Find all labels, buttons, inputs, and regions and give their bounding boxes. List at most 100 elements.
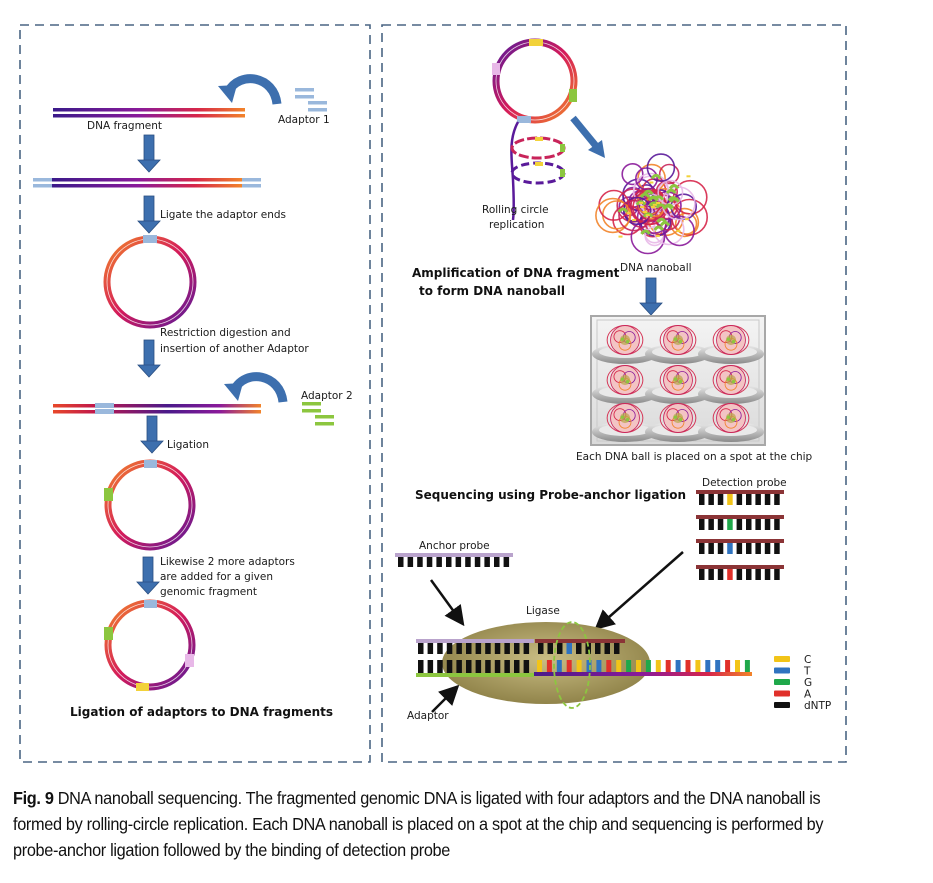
- chip-nanoball: [606, 325, 644, 355]
- detection-probe-label: Detection probe: [702, 477, 787, 489]
- nanoball-adaptor-mark: [635, 200, 647, 206]
- amplification-title-2: to form DNA nanoball: [419, 284, 565, 298]
- detection-probe-base: [727, 519, 733, 530]
- nanoball-loop: [664, 215, 695, 247]
- probe-base: [523, 643, 530, 654]
- detection-probe-backbone: [696, 539, 784, 543]
- template-base: [675, 660, 681, 672]
- template-base: [616, 660, 622, 672]
- adaptor1-label: Adaptor 1: [278, 114, 330, 126]
- nanoball-adaptor-mark: [667, 196, 679, 202]
- rolling-circle-label-1: Rolling circle: [482, 204, 549, 216]
- legend-swatch: [774, 667, 790, 674]
- nanoball-adaptor-mark: [639, 201, 643, 204]
- probe-base: [446, 643, 453, 654]
- probe-base: [455, 557, 462, 567]
- nanoball-adaptor-mark: [626, 212, 631, 215]
- template-base: [636, 660, 641, 672]
- adaptor2-label: Adaptor 2: [301, 390, 353, 402]
- adaptor-base: [494, 660, 501, 673]
- probe-base: [437, 643, 443, 654]
- nanoball-loop: [658, 163, 680, 185]
- rolling-circle: [492, 38, 578, 221]
- probe-base: [485, 643, 491, 654]
- probe-base: [736, 494, 743, 505]
- probe-base: [755, 519, 761, 530]
- step-restriction-label-1: Restriction digestion and: [160, 327, 291, 339]
- adaptor-base: [485, 660, 491, 673]
- legend-label: G: [804, 677, 812, 689]
- detection-pointer-arrow: [594, 551, 684, 630]
- probe-base: [585, 643, 591, 654]
- nanoball-loop: [634, 167, 658, 191]
- adaptor-base: [475, 660, 482, 673]
- sequencing-chip: [590, 315, 766, 446]
- legend-item: C: [774, 654, 811, 666]
- probe-base: [764, 494, 771, 505]
- probe-base: [484, 557, 490, 567]
- detection-probe: [696, 490, 784, 505]
- legend-item: A: [774, 689, 812, 701]
- down-arrow-icon: [137, 134, 161, 173]
- probe-base: [427, 643, 434, 654]
- legend-item: T: [774, 666, 811, 678]
- nanoball-adaptor-mark: [676, 230, 681, 233]
- figure-caption: Fig. 9 DNA nanoball sequencing. The frag…: [13, 785, 831, 863]
- anchor-probe-label: Anchor probe: [419, 540, 490, 552]
- dna-fragment: [53, 108, 245, 118]
- step-likewise-label-2: are added for a given: [160, 571, 273, 583]
- left-panel: DNA fragment Adaptor 1 Ligate the adapto…: [33, 74, 353, 719]
- chip-nanoball: [712, 403, 750, 433]
- nanoball-adaptor-mark: [655, 234, 660, 237]
- probe-base: [717, 494, 724, 505]
- legend-swatch: [774, 690, 790, 697]
- nanoball-label: DNA nanoball: [620, 262, 692, 274]
- probe-base: [708, 543, 714, 554]
- ligation-site-highlight: [553, 621, 591, 709]
- dna-circle-2: [104, 459, 196, 551]
- left-panel-title: Ligation of adaptors to DNA fragments: [70, 705, 333, 719]
- nanoball-adaptor-mark: [617, 207, 629, 213]
- sequencing-title: Sequencing using Probe-anchor ligation: [415, 488, 686, 502]
- nanoball-adaptor-mark: [665, 188, 677, 194]
- chip-label: Each DNA ball is placed on a spot at the…: [576, 451, 813, 463]
- nanoball-adaptor-mark: [655, 203, 667, 209]
- chip-nanoball: [659, 325, 697, 355]
- template-base: [735, 660, 740, 672]
- adaptor-base: [437, 660, 443, 673]
- nanoball-adaptor-mark: [656, 202, 661, 204]
- legend-swatch: [774, 679, 790, 685]
- adaptor-base: [456, 660, 462, 673]
- legend-label: T: [803, 666, 811, 678]
- detection-probe-base: [727, 569, 733, 580]
- nanoball-adaptor-mark: [643, 211, 648, 213]
- left-panel-border: [19, 24, 371, 763]
- template-base: [715, 660, 721, 672]
- probe-base: [746, 494, 752, 505]
- adaptor-base: [446, 660, 453, 673]
- probe-base: [717, 519, 724, 530]
- detection-probes: [696, 490, 784, 580]
- dna-linear-with-adaptor: [53, 403, 261, 414]
- legend-swatch: [774, 656, 790, 662]
- probe-base: [475, 643, 482, 654]
- probe-base: [474, 557, 481, 567]
- probe-base: [699, 569, 705, 580]
- chip-nanoball: [606, 365, 644, 395]
- probe-base: [503, 557, 510, 567]
- probe-base: [774, 543, 780, 554]
- nanoball-loop: [623, 196, 652, 226]
- anchor-probe-backbone: [395, 553, 513, 557]
- probe-base: [774, 494, 780, 505]
- nanoball-adaptor-mark: [652, 203, 657, 206]
- amplification-title-1: Amplification of DNA fragment: [412, 266, 620, 280]
- probe-base: [426, 557, 433, 567]
- anchor-probe: [395, 553, 513, 567]
- probe-base: [717, 569, 724, 580]
- dna-circle-1: [103, 235, 197, 329]
- probe-base: [465, 557, 471, 567]
- template-base: [695, 660, 701, 672]
- probe-base: [736, 543, 743, 554]
- dna-circle-3: [104, 599, 196, 691]
- probe-base: [557, 643, 563, 654]
